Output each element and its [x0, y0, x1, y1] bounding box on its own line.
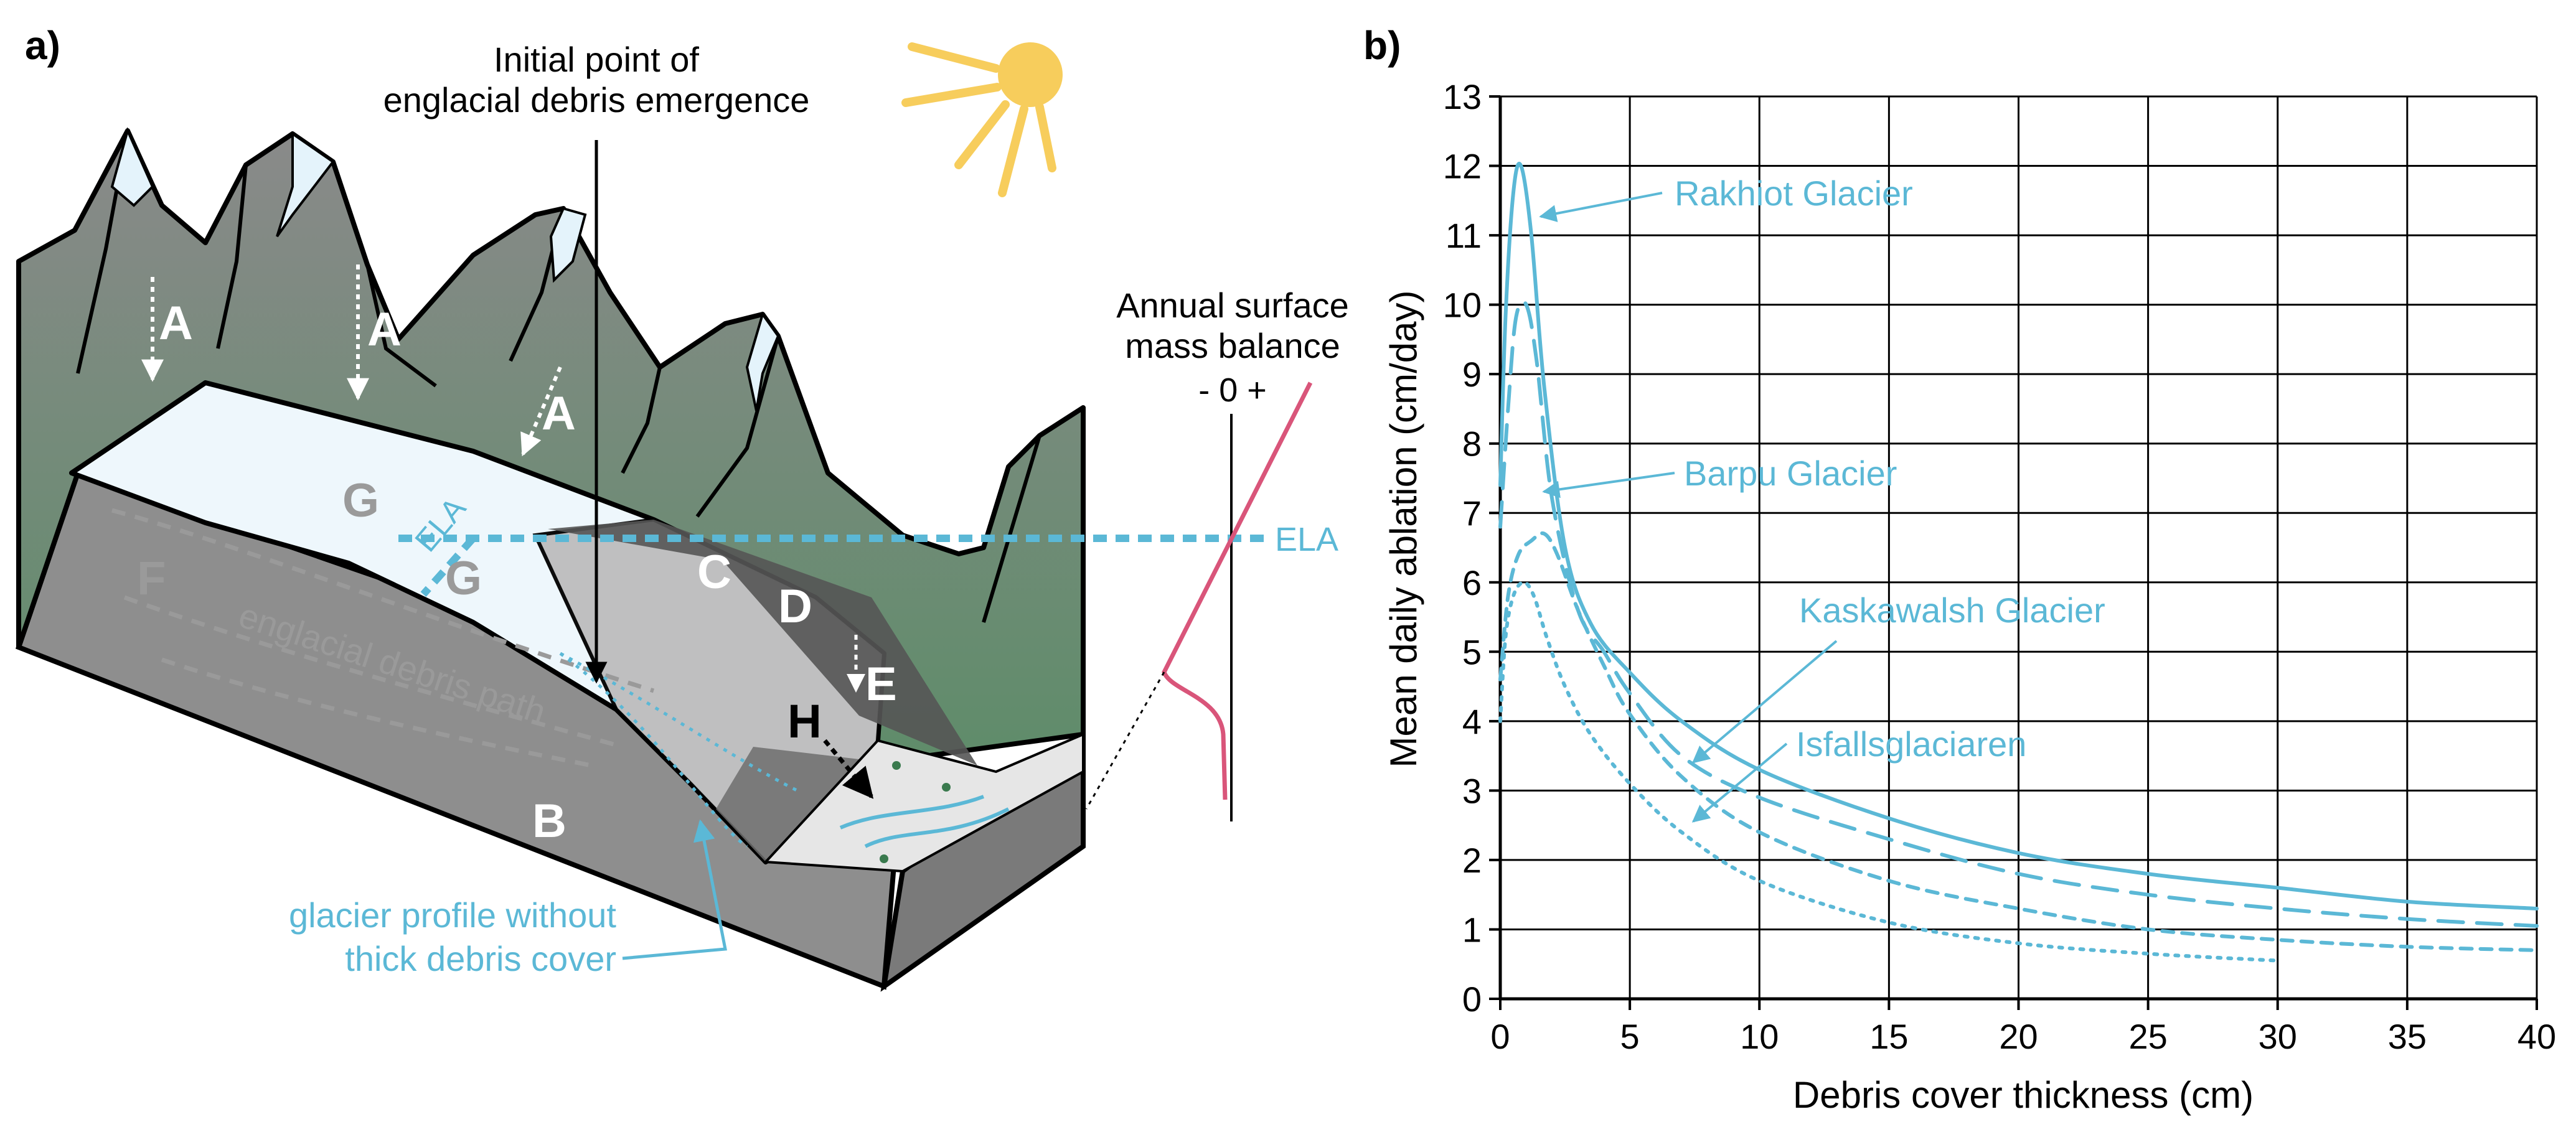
- h-arrow: [823, 739, 874, 799]
- series-line-3: [1498, 580, 2280, 963]
- chart-series: [1498, 161, 2539, 963]
- proglacial-area: [763, 732, 1084, 873]
- x-tick-label: 15: [1869, 1017, 1908, 1056]
- x-tick-label: 10: [1740, 1017, 1779, 1056]
- profile-label-line1: glacier profile without: [289, 896, 616, 935]
- a-arrows: [141, 264, 562, 457]
- y-tick-label: 2: [1462, 841, 1482, 880]
- mass-balance-curve: [1162, 381, 1313, 800]
- mass-balance-axis-label: - 0 +: [1198, 372, 1267, 409]
- series-label-arrow: [1542, 472, 1675, 498]
- y-tick-label: 3: [1462, 771, 1482, 810]
- emergence-label-line1: Initial point of: [494, 40, 699, 79]
- label-d: D: [778, 580, 812, 633]
- x-tick-label: 5: [1620, 1017, 1640, 1056]
- series-label-2: Kaskawalsh Glacier: [1799, 591, 2105, 630]
- series-label-arrow: [1691, 742, 1788, 823]
- x-tick-label: 0: [1490, 1017, 1510, 1056]
- series-label-arrow: [1539, 192, 1663, 222]
- process-labels: A A A C D E: [159, 297, 897, 711]
- y-tick-label: 1: [1462, 910, 1482, 949]
- mass-balance-leader: [1085, 671, 1165, 810]
- y-tick-label: 12: [1443, 147, 1482, 186]
- y-tick-label: 4: [1462, 702, 1482, 741]
- x-tick-label: 35: [2388, 1017, 2427, 1056]
- series-line-2: [1498, 531, 2539, 952]
- ela-label: ELA: [1275, 521, 1338, 558]
- y-tick-label: 7: [1462, 493, 1482, 533]
- label-a2: A: [367, 303, 402, 356]
- y-tick-label: 11: [1445, 216, 1482, 255]
- series-label-0: Rakhiot Glacier: [1675, 174, 1913, 213]
- ela-glacier-segment: [420, 536, 476, 597]
- y-tick-label: 6: [1462, 563, 1482, 602]
- label-b: B: [532, 795, 566, 848]
- x-tick-label: 25: [2128, 1017, 2167, 1056]
- panel-a-label: a): [25, 23, 60, 68]
- series-label-1: Barpu Glacier: [1684, 454, 1897, 493]
- series-line-1: [1498, 299, 2539, 928]
- englacial-debris-paths: [111, 508, 655, 768]
- meltwater-streams: [839, 795, 1010, 848]
- y-tick-label: 0: [1462, 980, 1482, 1019]
- label-f: F: [137, 552, 166, 605]
- x-axis-label: Debris cover thickness (cm): [1793, 1074, 2254, 1116]
- panel-a-diagram: a): [15, 23, 1349, 992]
- profile-label-arrow: [622, 819, 727, 960]
- y-tick-label: 8: [1462, 424, 1482, 464]
- lateral-moraine-slope: [548, 520, 977, 765]
- glacier-profile-line-2: [559, 652, 748, 848]
- snow-caps: [110, 127, 780, 411]
- thick-debris-zone: [716, 747, 859, 862]
- panel-b-label: b): [1363, 23, 1401, 68]
- series-line-0: [1498, 161, 2539, 910]
- series-label-3: Isfallsglaciaren: [1796, 724, 2026, 764]
- label-g1: G: [342, 474, 379, 527]
- x-tick-label: 20: [1999, 1017, 2038, 1056]
- y-tick-label: 13: [1443, 77, 1482, 116]
- x-tick-label: 40: [2517, 1017, 2556, 1056]
- label-c: C: [697, 546, 731, 599]
- label-h: H: [787, 695, 822, 748]
- x-tick-label: 30: [2259, 1017, 2297, 1056]
- label-e: E: [865, 658, 897, 711]
- vegetation-dots: [880, 761, 951, 863]
- mass-balance-title-line2: mass balance: [1125, 326, 1340, 365]
- sun-icon: [901, 42, 1063, 197]
- label-a3: A: [542, 387, 576, 440]
- mass-balance-title-line1: Annual surface: [1116, 286, 1349, 325]
- y-tick-label: 10: [1443, 286, 1482, 325]
- y-axis-label: Mean daily ablation (cm/day): [1383, 290, 1424, 767]
- label-a1: A: [159, 297, 193, 350]
- profile-label-line2: thick debris cover: [345, 939, 616, 978]
- series-label-arrow: [1691, 640, 1838, 764]
- y-tick-label: 5: [1462, 632, 1482, 671]
- emergence-label-line2: englacial debris emergence: [383, 80, 810, 119]
- y-tick-label: 9: [1462, 355, 1482, 394]
- chart-grid: [1499, 95, 2538, 1000]
- label-g2: G: [445, 552, 482, 605]
